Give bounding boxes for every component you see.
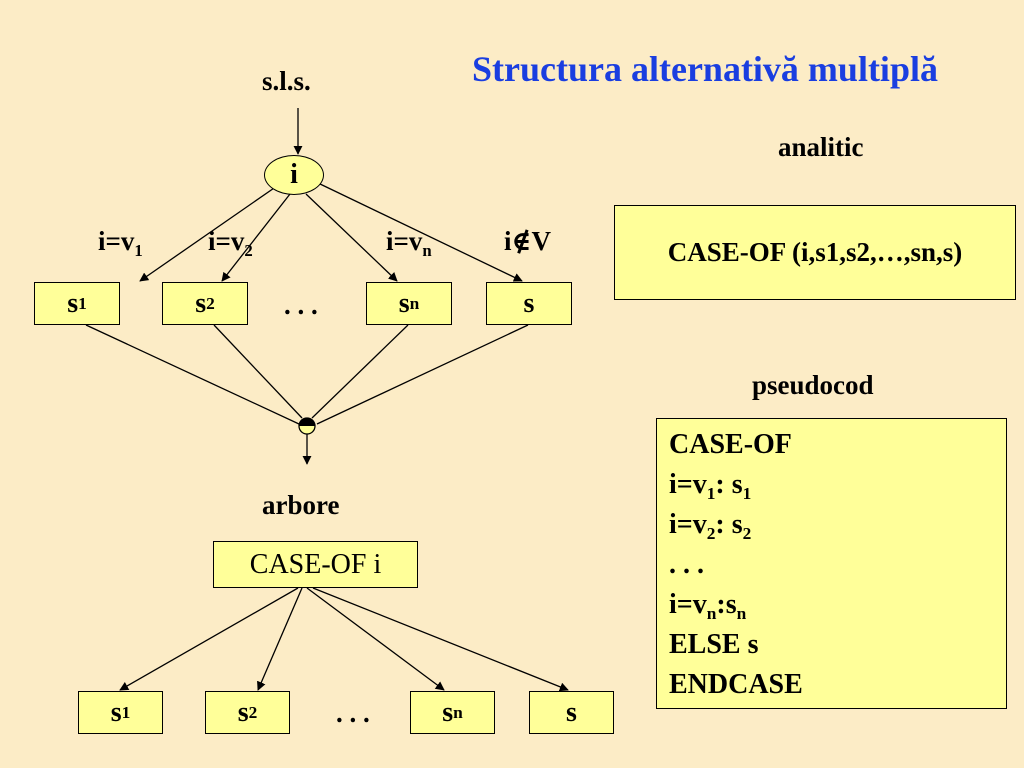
- tree-edge-n: [306, 587, 445, 691]
- selector-label: i: [290, 159, 298, 190]
- tree-edge-1: [119, 587, 299, 691]
- analytic-label: analitic: [778, 132, 864, 162]
- branch-arrow-else: [317, 182, 523, 282]
- analytic-formula-box: CASE-OF (i,s1,s2,…,sn,s): [614, 205, 1016, 300]
- merge-line-n: [311, 324, 409, 419]
- condition-label-else: i∉V: [504, 226, 551, 256]
- tree-ellipsis: . . .: [336, 698, 370, 728]
- process-box-s: s: [486, 282, 572, 325]
- merge-line-2: [213, 324, 303, 419]
- analytic-formula: CASE-OF (i,s1,s2,…,sn,s): [667, 237, 963, 267]
- pseudocode-line: ELSE s: [669, 629, 759, 660]
- pseudocode-line: CASE-OF: [669, 429, 792, 460]
- merge-line-else: [316, 324, 529, 425]
- pseudocode-line: i=vn:sn: [669, 589, 747, 624]
- condition-label-1: i=v1: [98, 226, 143, 260]
- slide-title: Structura alternativă multiplă: [472, 49, 938, 89]
- entry-label: s.l.s.: [262, 66, 311, 96]
- branch-arrow-2: [221, 193, 291, 282]
- condition-label-n: i=vn: [386, 226, 432, 260]
- pseudocode-line: . . .: [669, 549, 704, 580]
- tree-root-box: CASE-OF i: [213, 541, 418, 588]
- condition-label-2: i=v2: [208, 226, 253, 260]
- pseudocode-line: ENDCASE: [669, 669, 803, 700]
- tree-label: arbore: [262, 490, 340, 520]
- merge-line-1: [85, 324, 300, 425]
- branch-arrow-n: [305, 193, 398, 282]
- pseudocode-line: i=v1: s1: [669, 469, 752, 504]
- tree-edge-else: [312, 587, 569, 692]
- flow-ellipsis: . . .: [284, 290, 318, 320]
- branch-arrow-1: [139, 185, 278, 282]
- selector-node: i: [264, 155, 324, 195]
- pseudocode-label: pseudocod: [752, 370, 874, 400]
- tree-edge-2: [257, 587, 303, 691]
- tree-leaf-s: s: [529, 691, 614, 734]
- pseudocode-line: i=v2: s2: [669, 509, 752, 544]
- junction-node: [298, 417, 316, 435]
